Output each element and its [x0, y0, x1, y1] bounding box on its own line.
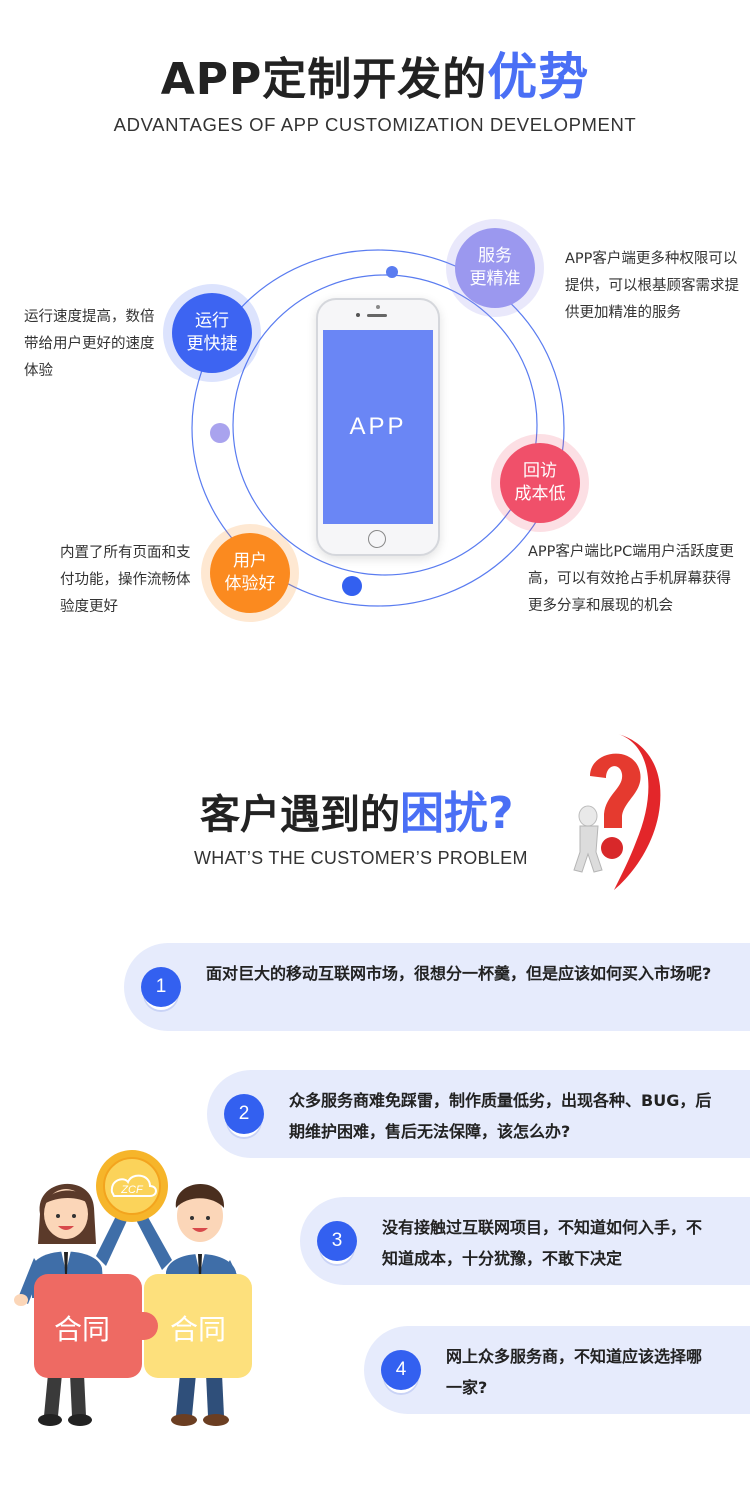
desc-experience: 内置了所有页面和支付功能，操作流畅体验度更好 [60, 545, 191, 615]
phone-screen: APP [323, 330, 433, 524]
badge-cost-line1: 回访 [523, 461, 557, 481]
problem-card-4: 4 网上众多服务商，不知道应该选择哪一家? [364, 1326, 750, 1414]
problems-title-highlight: 困扰? [400, 788, 514, 839]
problem-text: 众多服务商难免踩雷，制作质量低劣，出现各种、BUG，后期维护困难，售后无法保障，… [289, 1091, 712, 1141]
puzzle-right-text: 合同 [170, 1313, 226, 1346]
badge-service: 服务 更精准 [455, 228, 535, 308]
problem-text: 面对巨大的移动互联网市场，很想分一杯羹，但是应该如何买入市场呢? [206, 964, 712, 983]
badge-speed-line1: 运行 [195, 311, 229, 331]
badge-speed: 运行 更快捷 [172, 293, 252, 373]
advantages-subtitle: ADVANTAGES OF APP CUSTOMIZATION DEVELOPM… [113, 114, 637, 135]
puzzle-left-text: 合同 [54, 1313, 110, 1346]
desc-speed: 运行速度提高，数倍带给用户更好的速度体验 [24, 309, 155, 379]
orbit-dot-blue [342, 576, 362, 596]
outer-orbit [191, 249, 565, 607]
coin-icon: ZCF [96, 1150, 168, 1222]
coin-text: ZCF [120, 1184, 144, 1196]
problem-number-badge: 3 [317, 1221, 357, 1261]
contract-illustration: ZCF 合同 合同 [14, 1150, 252, 1426]
puzzle-right: 合同 [130, 1274, 252, 1378]
problem-number-badge: 2 [224, 1094, 264, 1134]
orbit-rings [191, 249, 565, 607]
problems-title: 客户遇到的困扰? [200, 785, 514, 844]
problem-card-2: 2 众多服务商难免踩雷，制作质量低劣，出现各种、BUG，后期维护困难，售后无法保… [207, 1070, 750, 1158]
phone-screen-label: APP [349, 413, 407, 440]
badge-experience-line2: 体验好 [224, 574, 276, 594]
problem-number-badge: 1 [141, 967, 181, 1007]
phone-camera [356, 313, 360, 317]
advantages-title-main: APP定制开发的 [160, 54, 488, 105]
badge-service-line2: 更精准 [469, 269, 521, 289]
badge-cost-line2: 成本低 [514, 484, 566, 504]
phone-mockup: APP [316, 298, 440, 556]
badge-service-line1: 服务 [478, 246, 512, 266]
advantages-title-highlight: 优势 [487, 48, 590, 106]
inner-orbit [232, 274, 538, 576]
problem-card-1: 1 面对巨大的移动互联网市场，很想分一杯羹，但是应该如何买入市场呢? [124, 943, 750, 1031]
problem-text: 没有接触过互联网项目，不知道如何入手，不知道成本，十分犹豫，不敢下决定 [382, 1218, 703, 1268]
badge-experience: 用户 体验好 [210, 533, 290, 613]
orbit-dot-purple [210, 423, 230, 443]
question-mark-icon [573, 734, 661, 890]
badge-experience-line1: 用户 [233, 551, 267, 571]
advantages-title: APP定制开发的优势 [0, 44, 750, 113]
problems-title-main: 客户遇到的 [200, 792, 400, 838]
phone-home-button [368, 530, 386, 548]
phone-speaker [367, 314, 387, 317]
desc-service: APP客户端更多种权限可以提供，可以根基顾客需求提供更加精准的服务 [565, 251, 739, 321]
problems-subtitle: WHAT’S THE CUSTOMER’S PROBLEM [194, 848, 528, 868]
problem-number-badge: 4 [381, 1350, 421, 1390]
badge-speed-line2: 更快捷 [186, 334, 238, 354]
problem-text: 网上众多服务商，不知道应该选择哪一家? [446, 1347, 703, 1397]
desc-cost: APP客户端比PC端用户活跃度更高，可以有效抢占手机屏幕获得更多分享和展现的机会 [528, 544, 734, 614]
badge-cost: 回访 成本低 [500, 443, 580, 523]
phone-sensor [376, 305, 380, 309]
orbit-dot-small [386, 266, 398, 278]
problem-card-3: 3 没有接触过互联网项目，不知道如何入手，不知道成本，十分犹豫，不敢下决定 [300, 1197, 750, 1285]
